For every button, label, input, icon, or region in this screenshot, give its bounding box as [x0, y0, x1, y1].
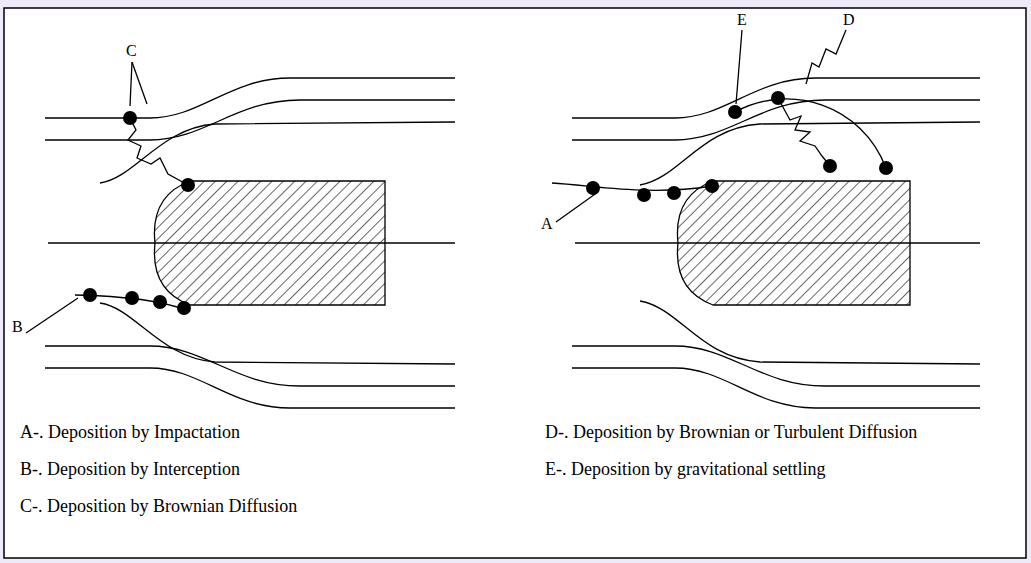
- particles: [83, 111, 195, 315]
- right-panel: [552, 30, 980, 408]
- leader-line: [132, 62, 147, 104]
- particles: [586, 91, 893, 202]
- particle: [823, 159, 837, 173]
- streamline: [572, 100, 980, 140]
- streamline: [45, 100, 455, 140]
- streamline: [640, 301, 980, 364]
- center-line: [48, 242, 455, 243]
- leader-line: [736, 30, 742, 104]
- particle: [705, 179, 719, 193]
- streamline: [45, 78, 455, 118]
- streamline: [572, 78, 980, 118]
- particle: [177, 301, 191, 315]
- callout-letter: C: [126, 42, 137, 60]
- legend-entry: C-. Deposition by Brownian Diffusion: [20, 497, 297, 517]
- particle: [728, 105, 742, 119]
- particle: [125, 291, 139, 305]
- particle: [771, 91, 785, 105]
- impaction-path: [552, 183, 712, 190]
- particle: [83, 288, 97, 302]
- callout-letter: D: [843, 11, 855, 29]
- particle: [153, 295, 167, 309]
- legend-entry: A-. Deposition by Impactation: [20, 423, 240, 443]
- leader-line: [26, 298, 78, 333]
- legend-entry: D-. Deposition by Brownian or Turbulent …: [545, 423, 917, 443]
- legend-entry: B-. Deposition by Interception: [20, 460, 240, 480]
- particle: [123, 111, 137, 125]
- particle: [181, 178, 195, 192]
- leader-line: [556, 192, 598, 222]
- particle: [667, 186, 681, 200]
- streamline: [100, 122, 455, 183]
- particle: [879, 161, 893, 175]
- brownian-path: [128, 118, 188, 185]
- legend-entry: E-. Deposition by gravitational settling: [545, 460, 825, 480]
- streamline: [45, 368, 455, 408]
- brownian-path: [778, 98, 830, 166]
- leader-line: [806, 30, 846, 84]
- particle: [637, 188, 651, 202]
- center-line: [575, 242, 980, 243]
- streamline: [45, 346, 455, 386]
- streamline: [100, 303, 455, 364]
- settling-path: [735, 99, 886, 168]
- leader-line: [130, 62, 132, 106]
- callout-letter: E: [737, 11, 747, 29]
- callout-letter: B: [12, 318, 23, 336]
- callout-letter: A: [541, 215, 553, 233]
- streamline: [572, 368, 980, 408]
- left-panel: [26, 62, 455, 408]
- figure-frame: [4, 8, 1026, 558]
- streamline: [572, 346, 980, 386]
- particle: [586, 181, 600, 195]
